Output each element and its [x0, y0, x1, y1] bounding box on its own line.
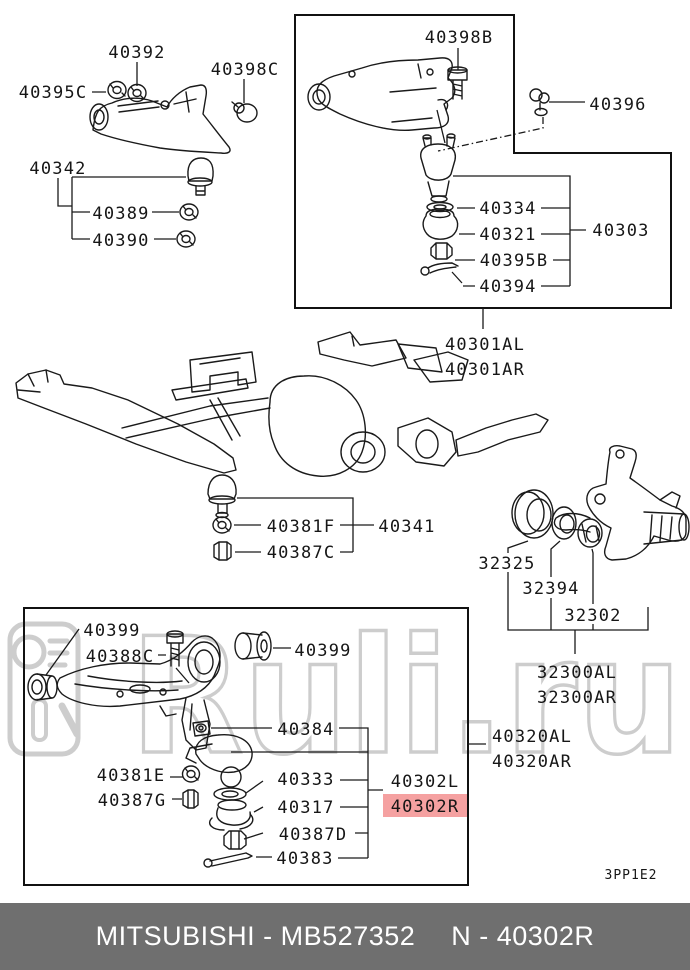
part-label-40399-right[interactable]: 40399	[294, 641, 351, 661]
leader-lines-top-left	[57, 62, 245, 240]
nut-40381E-icon	[181, 765, 201, 783]
ruli-watermark-logo	[7, 621, 81, 757]
part-label-40317[interactable]: 40317	[277, 798, 334, 818]
ball-joint-lower-art	[185, 733, 254, 868]
nut-40389-icon	[179, 203, 199, 221]
part-label-40398C[interactable]: 40398C	[211, 60, 280, 80]
nut-40387G-icon	[182, 789, 199, 809]
bushing-40399-right-icon	[234, 631, 272, 661]
part-label-40394[interactable]: 40394	[479, 277, 536, 297]
leader-lines-knuckle	[468, 540, 649, 745]
washer-40384-icon	[192, 720, 211, 737]
part-label-40387G[interactable]: 40387G	[98, 791, 167, 811]
part-label-40392[interactable]: 40392	[108, 43, 165, 63]
part-label-40388C[interactable]: 40388C	[86, 647, 155, 667]
bearing-32302-icon	[577, 518, 603, 548]
part-label-40333[interactable]: 40333	[277, 770, 334, 790]
upper-control-arm-left-art	[89, 84, 231, 154]
part-label-40399-left[interactable]: 40399	[83, 621, 140, 641]
upper-control-arm-boxed-art	[307, 57, 456, 132]
part-label-40341[interactable]: 40341	[378, 517, 435, 537]
leader-lines-upper-box	[436, 48, 586, 329]
leader-lines-crossmember	[234, 497, 374, 553]
part-label-40387C[interactable]: 40387C	[267, 543, 336, 563]
part-label-40303[interactable]: 40303	[592, 221, 649, 241]
upper-arm-assembly-box	[294, 14, 672, 309]
steering-knuckle-art	[553, 445, 690, 561]
nut-40387C-icon	[213, 541, 232, 561]
ball-joint-40342-art	[187, 157, 214, 196]
nut-40395C-icon	[107, 80, 127, 100]
leader-lines-lower-box	[45, 628, 383, 859]
part-label-32300AL[interactable]: 32300AL	[537, 663, 617, 683]
part-label-40301AR[interactable]: 40301AR	[445, 360, 525, 380]
crossmember-art	[15, 331, 549, 519]
part-label-32325[interactable]: 32325	[478, 554, 535, 574]
part-label-40342[interactable]: 40342	[29, 159, 86, 179]
nut-40392-icon	[127, 83, 147, 103]
part-label-40383[interactable]: 40383	[276, 849, 333, 869]
bearing-32325-icon	[511, 489, 554, 539]
part-label-40320AR[interactable]: 40320AR	[492, 752, 572, 772]
highlight-box	[383, 794, 467, 817]
leader-dashdot-40396	[437, 117, 544, 152]
part-label-40396[interactable]: 40396	[589, 95, 646, 115]
part-label-40395B[interactable]: 40395B	[480, 251, 549, 271]
part-label-32394[interactable]: 32394	[522, 579, 579, 599]
part-label-40387D[interactable]: 40387D	[279, 825, 348, 845]
part-label-40334[interactable]: 40334	[479, 199, 536, 219]
part-label-40389[interactable]: 40389	[92, 204, 149, 224]
nut-40381F-icon	[212, 516, 232, 534]
lower-arm-assembly-box	[23, 607, 469, 886]
part-label-40381E[interactable]: 40381E	[97, 766, 166, 786]
bolt-40388C-icon	[166, 630, 184, 667]
sheet-code: 3PP1E2	[605, 868, 658, 883]
bolt-40398C-icon	[231, 101, 258, 123]
grease-fitting-40396-icon	[529, 88, 550, 117]
part-label-40395C[interactable]: 40395C	[19, 83, 88, 103]
ruli-watermark-text: Ruli.ru	[130, 603, 682, 790]
part-label-40301AL[interactable]: 40301AL	[445, 335, 525, 355]
footer-brand-partnumber: MITSUBISHI - MB527352	[95, 921, 416, 951]
seal-32394-icon	[551, 506, 577, 540]
part-label-40381F[interactable]: 40381F	[267, 517, 336, 537]
part-label-40390[interactable]: 40390	[92, 231, 149, 251]
nut-40390-icon	[176, 230, 196, 248]
bolt-40398B-icon	[447, 66, 468, 100]
parts-diagram: Ruli.ru	[7, 14, 690, 886]
part-label-40302R-highlighted[interactable]: 40302R	[391, 797, 460, 817]
part-label-32300AR[interactable]: 32300AR	[537, 688, 617, 708]
footer-bar: MITSUBISHI - MB527352 N - 40302R	[0, 903, 690, 970]
part-label-40302L[interactable]: 40302L	[391, 772, 460, 792]
part-label-40320AL[interactable]: 40320AL	[492, 727, 572, 747]
part-label-40398B[interactable]: 40398B	[425, 28, 494, 48]
part-label-40384[interactable]: 40384	[277, 720, 334, 740]
part-label-32302[interactable]: 32302	[564, 606, 621, 626]
part-label-40321[interactable]: 40321	[479, 225, 536, 245]
ball-joint-assembly-boxed-art	[420, 133, 459, 276]
footer-selected-part: N - 40302R	[451, 921, 595, 951]
